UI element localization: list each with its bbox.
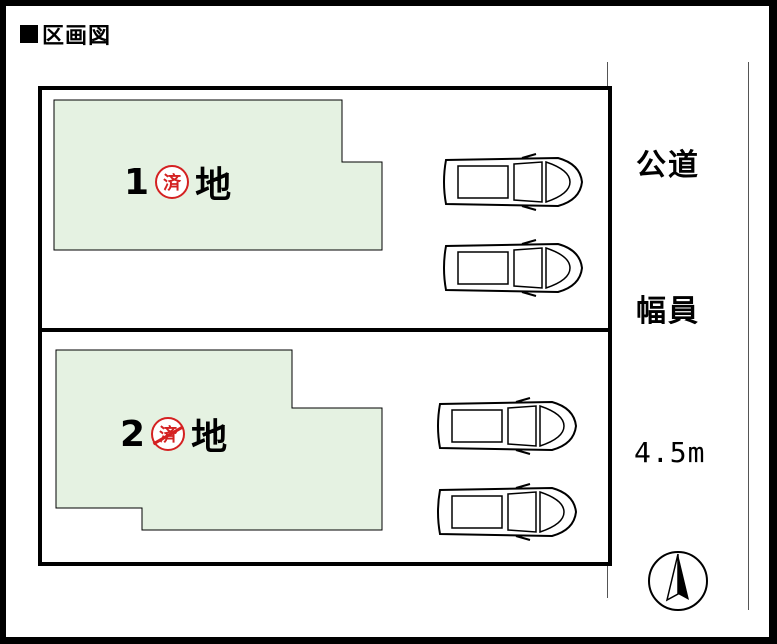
car-icon	[437, 397, 578, 455]
lot-2-sold-stamp: 済	[151, 417, 186, 451]
car-icon	[443, 153, 584, 211]
lot-1: 1 済 地	[38, 86, 612, 334]
road-name: 公道	[636, 148, 700, 183]
square-bullet-icon	[20, 25, 38, 43]
lot-2-label: 2 済 地	[120, 408, 227, 460]
lot-1-number: 1	[124, 161, 150, 203]
lot-2-suffix: 地	[191, 417, 228, 458]
lot-1-label: 1 済 地	[124, 156, 231, 208]
road-width-value: 4.5m	[634, 436, 706, 469]
road-far-line	[748, 62, 749, 610]
page-title-text: 区画図	[42, 24, 112, 49]
north-arrow-icon	[648, 551, 708, 611]
car-icon	[443, 239, 584, 297]
lot-1-suffix: 地	[195, 165, 232, 206]
site-plan: 区画図 1 済 地	[6, 6, 769, 637]
lot-1-sold-stamp: 済	[155, 165, 190, 199]
lot-2: 2 済 地	[38, 328, 612, 566]
lot-1-building	[53, 99, 383, 251]
lot-2-number: 2	[120, 413, 146, 455]
road-width-label: 幅員	[636, 294, 700, 329]
car-icon	[437, 483, 578, 541]
page-title: 区画図	[20, 18, 111, 50]
lot-2-building	[55, 349, 383, 531]
